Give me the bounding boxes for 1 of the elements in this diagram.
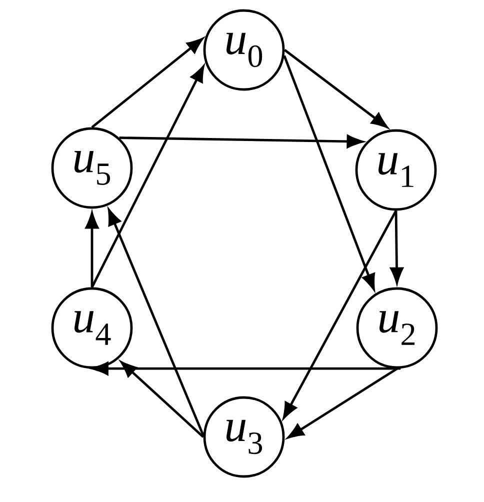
arrow — [284, 49, 388, 128]
